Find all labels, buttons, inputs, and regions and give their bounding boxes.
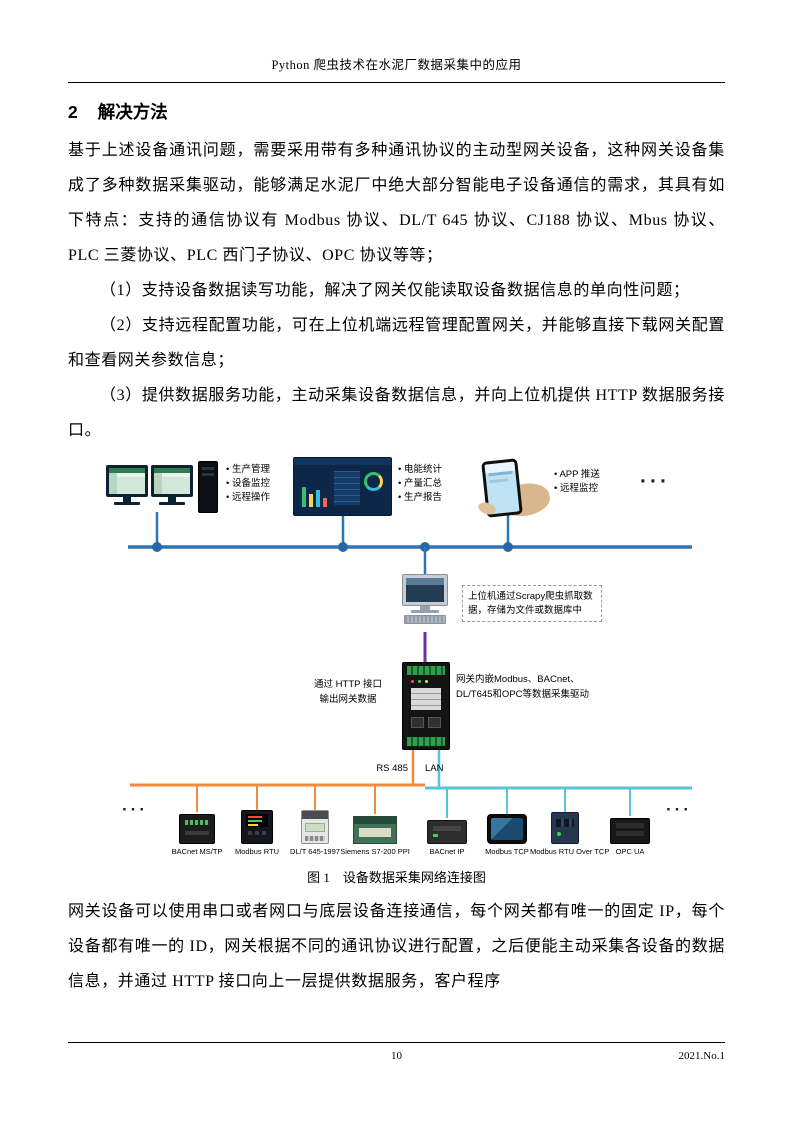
lan-bus-line <box>425 747 692 818</box>
diagram-connectors <box>128 512 692 818</box>
production-functions-list: 生产管理 设备监控 远程操作 <box>226 463 270 505</box>
workstation-monitors-icon <box>106 458 218 516</box>
device-siemens-s7-200: Siemens S7-200 PPI <box>340 806 410 856</box>
report-functions-list: 电能统计 产量汇总 生产报告 <box>398 463 442 505</box>
pc-tower-icon <box>198 461 218 513</box>
top-bus-line <box>128 512 692 552</box>
section-title-text: 解决方法 <box>97 102 168 122</box>
figure-caption: 图 1 设备数据采集网络连接图 <box>307 870 486 885</box>
bacnet-ip-device-icon <box>427 820 467 844</box>
energy-meter-icon <box>301 810 329 844</box>
device-modbus-rtu: Modbus RTU <box>222 806 292 856</box>
section-number: 2 <box>68 102 78 122</box>
paragraph-intro: 基于上述设备通讯问题，需要采用带有多种通讯协议的主动型网关设备，这种网关设备集成… <box>68 142 725 264</box>
list-item: 产量汇总 <box>398 477 442 491</box>
list-item: 生产管理 <box>226 463 270 477</box>
section-heading: 2 解决方法 <box>68 99 725 124</box>
device-label: BACnet MS/TP <box>171 847 223 856</box>
gateway-output-note: 通过 HTTP 接口 输出网关数据 <box>300 678 396 707</box>
gateway-drivers-note: 网关内嵌Modbus、BACnet、DL/T645和OPC等数据采集驱动 <box>456 674 590 700</box>
device-label: BACnet IP <box>429 847 465 856</box>
serial-server-icon <box>551 812 579 844</box>
paragraph-point-3: （3）提供数据服务功能，主动采集设备数据信息，并向上位机提供 HTTP 数据服务… <box>68 387 725 439</box>
ellipsis-bottom-right: ··· <box>666 800 692 819</box>
lan-bus-label: LAN <box>425 763 444 774</box>
mobile-phone-icon <box>466 458 553 522</box>
scrapy-note: 上位机通过Scrapy爬虫抓取数据，存储为文件或数据库中 <box>462 585 602 622</box>
list-item: 生产报告 <box>398 491 442 505</box>
page-footer: 10 2021.No.1 <box>68 1042 725 1069</box>
paragraph-closing: 网关设备可以使用串口或者网口与底层设备连接通信，每个网关都有唯一的固定 IP，每… <box>68 903 725 990</box>
ellipsis-bottom-left: ··· <box>122 800 148 819</box>
device-modbus-rtu-over-tcp: Modbus RTU Over TCP <box>530 806 610 856</box>
issue-label: 2021.No.1 <box>678 1050 725 1062</box>
figure-network-diagram: 生产管理 设备监控 远程操作 电能统计 产量汇总 生产报告 APP 推送 <box>68 452 725 894</box>
note-line: 输出网关数据 <box>319 693 377 705</box>
opc-server-icon <box>610 818 650 844</box>
device-label: OPC UA <box>615 847 645 856</box>
page-number: 10 <box>391 1050 402 1062</box>
header-divider <box>68 82 725 83</box>
paragraph-point-2: （2）支持远程配置功能，可在上位机端远程管理配置网关，并能够直接下载网关配置和查… <box>68 317 725 369</box>
list-item: 电能统计 <box>398 463 442 477</box>
modbus-rtu-meter-icon <box>241 810 273 844</box>
rs485-bus-line <box>130 747 425 814</box>
note-line: 通过 HTTP 接口 <box>314 679 382 690</box>
bacnet-mstp-device-icon <box>179 814 215 844</box>
gateway-device-icon <box>402 662 450 750</box>
ellipsis-top: ··· <box>640 470 670 493</box>
touch-panel-icon <box>487 814 527 844</box>
host-computer-icon <box>397 574 453 632</box>
running-header: Python 爬虫技术在水泥厂数据采集中的应用 <box>271 58 522 72</box>
plc-icon <box>353 816 397 844</box>
device-bacnet-ip: BACnet IP <box>412 806 482 856</box>
device-label: Modbus RTU Over TCP <box>530 847 610 856</box>
list-item: 远程监控 <box>554 482 600 496</box>
device-modbus-tcp: Modbus TCP <box>472 806 542 856</box>
device-label: DL/T 645-1997 <box>290 847 340 856</box>
device-bacnet-mstp: BACnet MS/TP <box>162 806 232 856</box>
device-opc-ua: OPC UA <box>595 806 665 856</box>
list-item: 远程操作 <box>226 491 270 505</box>
device-label: Siemens S7-200 PPI <box>340 847 410 856</box>
paragraph-point-1: （1）支持设备数据读写功能，解决了网关仅能读取设备数据信息的单向性问题； <box>100 282 690 299</box>
list-item: 设备监控 <box>226 477 270 491</box>
app-functions-list: APP 推送 远程监控 <box>554 468 600 496</box>
device-label: Modbus TCP <box>485 847 529 856</box>
device-dlt645: DL/T 645-1997 <box>280 806 350 856</box>
dashboard-screen-icon <box>293 457 392 516</box>
list-item: APP 推送 <box>554 468 599 482</box>
page-content: Python 爬虫技术在水泥厂数据采集中的应用 2 解决方法 基于上述设备通讯问题… <box>68 0 725 999</box>
device-label: Modbus RTU <box>234 847 280 856</box>
rs485-bus-label: RS 485 <box>376 763 408 774</box>
